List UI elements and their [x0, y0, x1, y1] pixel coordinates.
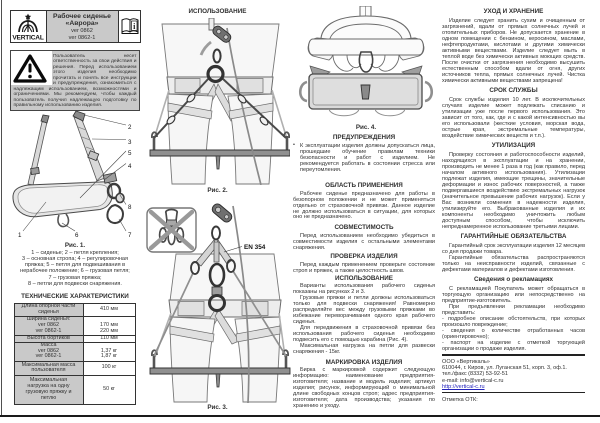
svg-text:6: 6	[75, 232, 79, 239]
svg-text:2: 2	[128, 124, 132, 131]
svg-text:1: 1	[18, 232, 22, 239]
svg-text:EN 354: EN 354	[244, 244, 266, 251]
svg-text:4: 4	[128, 163, 132, 170]
svg-text:5: 5	[128, 150, 132, 157]
svg-text:i: i	[133, 22, 136, 31]
svg-text:8: 8	[128, 204, 132, 211]
svg-text:7: 7	[128, 232, 132, 239]
svg-text:VERTICAL: VERTICAL	[12, 34, 44, 41]
svg-text:3: 3	[128, 139, 132, 146]
